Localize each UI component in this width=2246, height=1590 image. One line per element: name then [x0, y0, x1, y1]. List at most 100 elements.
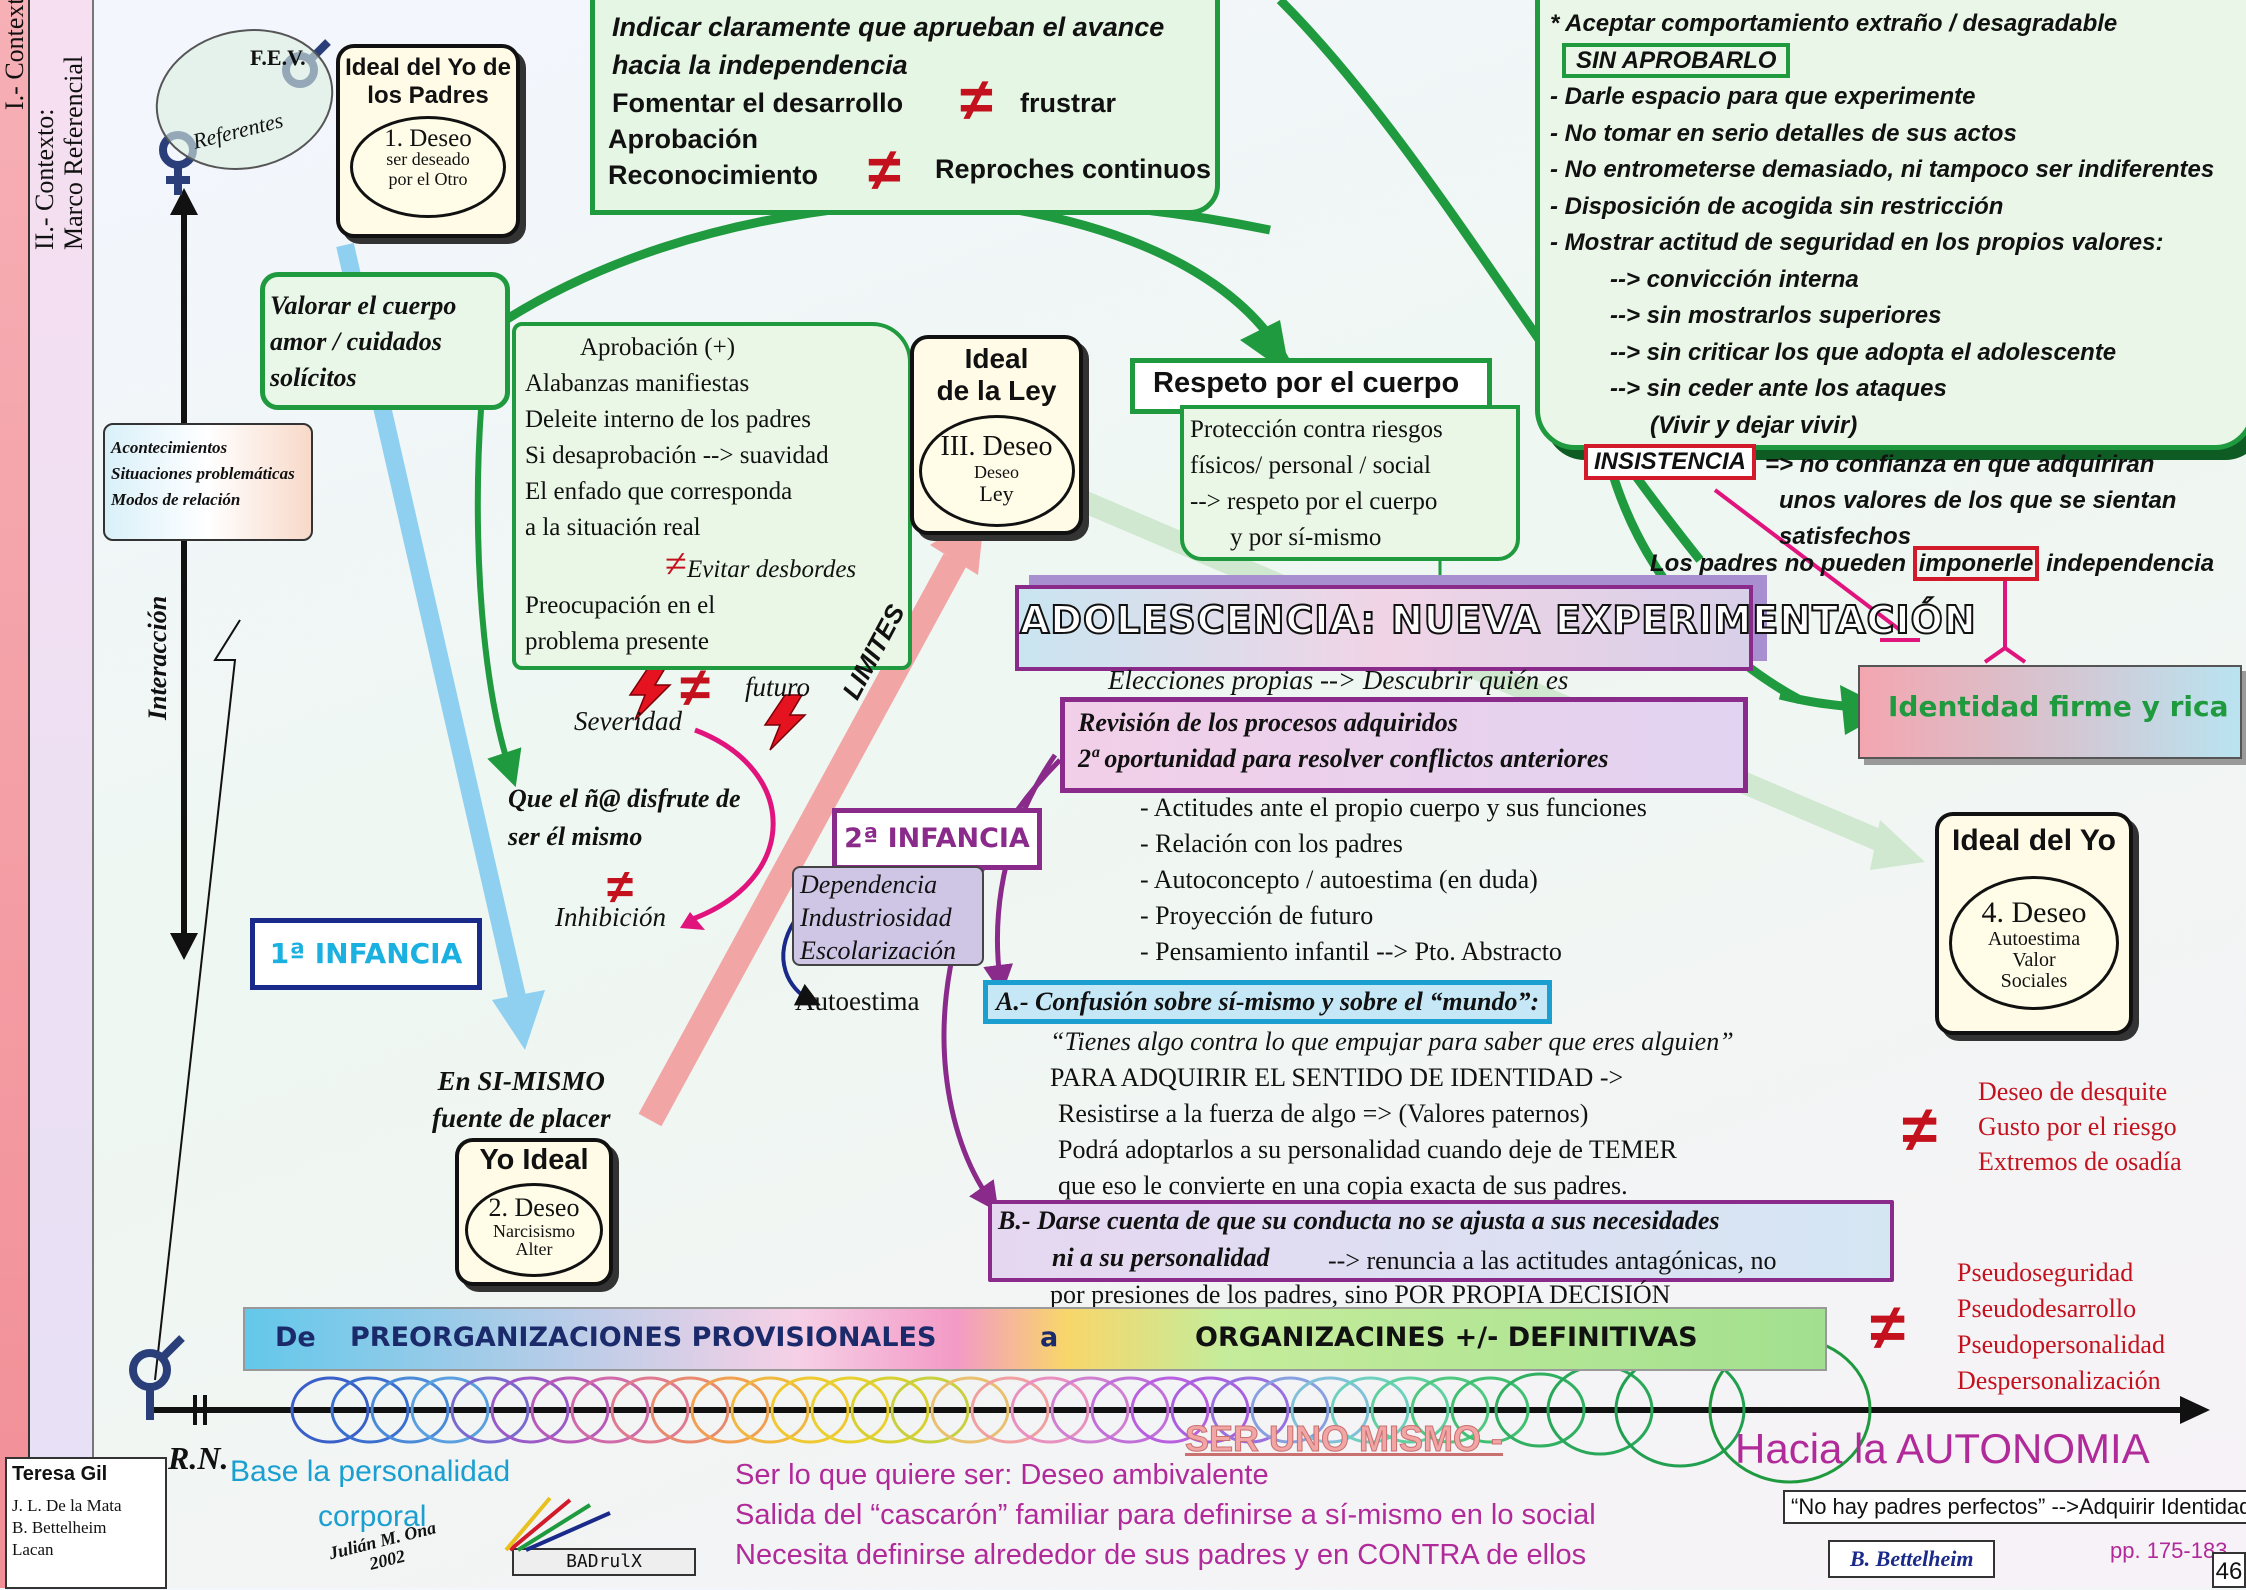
- insistencia-label: INSISTENCIA: [1584, 444, 1757, 480]
- respeto-title-box: [1130, 358, 1492, 414]
- disfrute-line-1: Que el ñ@ disfrute de: [508, 784, 741, 813]
- statement-2: Salida del “cascarón” familiar para defi…: [735, 1499, 1596, 1531]
- dependencia-2: Industriosidad: [800, 903, 952, 932]
- page-number: 46: [2212, 1552, 2246, 1588]
- tr-line-10: --> sin criticar los que adopta el adole…: [1610, 338, 2117, 366]
- confusion-line-2: PARA ADQUIRIR EL SENTIDO DE IDENTIDAD ->: [1050, 1063, 1624, 1092]
- top-right-box: [1535, 0, 2246, 450]
- events-box: Acontecimientos Situaciones problemática…: [103, 423, 313, 541]
- sin-aprobarlo: SIN APROBARLO: [1562, 42, 1791, 78]
- bettelheim-box: B. Bettelheim: [1828, 1540, 1996, 1578]
- pseudo-list: Pseudoseguridad Pseudodesarrollo Pseudop…: [1957, 1255, 2165, 1399]
- disfrute-text: Que el ñ@ disfrute de ser él mismo: [508, 780, 741, 856]
- neq-inhibicion-symbol: ≠: [607, 861, 634, 914]
- ideal-yo-sub-1: Autoestima: [1987, 928, 2081, 950]
- revision-line-2: 2ª oportunidad para resolver conflictos …: [1078, 744, 1609, 773]
- top-approval-box: [590, 0, 1220, 215]
- ideal-padres-deseo: 1. Deseo: [384, 125, 472, 152]
- disfrute-line-2: ser él mismo: [508, 822, 643, 851]
- autoestima-label: Autoestima: [795, 986, 920, 1016]
- tr-line-11: --> sin ceder ante los ataques: [1610, 375, 1947, 402]
- hacia-autonomia: Hacia la AUTONOMIA: [1735, 1425, 2150, 1472]
- tr-line-12: (Vivir y dejar vivir): [1650, 411, 1858, 439]
- bottom-statements: Ser lo que quiere ser: Deseo ambivalente…: [735, 1455, 1596, 1575]
- event-1: Acontecimientos: [111, 438, 228, 457]
- pencils-logo-icon: [504, 1496, 611, 1552]
- tr-line-4: - No tomar en serio detalles de sus acto…: [1550, 119, 2017, 147]
- pseudo-4: Despersonalización: [1957, 1366, 2161, 1395]
- actitud-2: - Relación con los padres: [1140, 829, 1403, 858]
- darse-line-4: por presiones de los padres, sino POR PR…: [1050, 1280, 1671, 1309]
- tr-line-1: * Aceptar comportamiento extraño / desag…: [1550, 10, 2118, 37]
- aprob-line-9: problema presente: [525, 628, 709, 655]
- gender-symbols: [129, 39, 331, 1420]
- respeto-line-3: --> respeto por el cuerpo: [1190, 488, 1438, 515]
- yo-ideal-oval: 2. Deseo Narcisismo Alter: [465, 1183, 603, 1277]
- logo-badge: BADrulX: [512, 1548, 696, 1576]
- green-curve-main: [487, 195, 1271, 334]
- yo-ideal-sub-2: Alter: [515, 1239, 553, 1259]
- interaction-axis-top-arrow: [170, 188, 198, 215]
- ideal-ley-sub-2: Ley: [979, 481, 1014, 506]
- futuro-label: futuro: [745, 672, 811, 702]
- ideal-padres-box: Ideal del Yo de los Padres 1. Deseo ser …: [336, 44, 520, 238]
- band-a: a: [1040, 1322, 1059, 1353]
- respeto-line-2: físicos/ personal / social: [1190, 452, 1431, 479]
- tr-line-2: SIN APROBARLO: [1550, 42, 2214, 80]
- context-strip-2: [30, 0, 94, 1588]
- credits-name: Teresa Gil: [12, 1463, 108, 1485]
- event-3: Modos de relación: [111, 490, 241, 509]
- ideal-yo-deseo: 4. Deseo: [1981, 896, 2087, 929]
- adolescencia-title: ADOLESCENCIA: NUEVA EXPERIMENTACIÓN: [1019, 597, 1977, 643]
- darse-line-2: ni a su personalidad: [1052, 1243, 1270, 1272]
- en-si-mismo-line-2: fuente de placer: [432, 1103, 611, 1133]
- fev-label: F.E.V.: [250, 45, 306, 70]
- actitud-4: - Proyección de futuro: [1140, 901, 1374, 930]
- pseudo-2: Pseudodesarrollo: [1957, 1294, 2137, 1323]
- darse-line-1: B.- Darse cuenta de que su conducta no s…: [998, 1206, 1720, 1235]
- valorar-box: [260, 272, 510, 410]
- revision-line-1: Revisión de los procesos adquiridos: [1078, 708, 1458, 737]
- ideal-padres-sub-1: ser deseado: [386, 149, 470, 169]
- dependencia-3: Escolarización: [800, 936, 956, 965]
- inhibicion-label: Inhibición: [555, 902, 666, 932]
- ideal-yo-title: Ideal del Yo: [1952, 824, 2116, 857]
- band-pre: PREORGANIZACIONES PROVISIONALES: [350, 1322, 937, 1353]
- credits-list: J. L. De la Mata B. Bettelheim Lacan: [12, 1495, 122, 1561]
- tr-line-7: - Mostrar actitud de seguridad en los pr…: [1550, 229, 2164, 256]
- revision-box: [1060, 697, 1748, 793]
- infancia-1-box: 1ª INFANCIA: [250, 918, 482, 990]
- tr-line-6: - Disposición de acogida sin restricción: [1550, 192, 2004, 220]
- ser-uno-mismo: SER UNO MISMO -: [1184, 1418, 1504, 1460]
- respeto-body-box: [1180, 405, 1520, 561]
- yo-ideal-title: Yo Ideal: [479, 1144, 589, 1176]
- ideal-padres-sub-2: por el Otro: [388, 169, 468, 189]
- adolescencia-banner: [1015, 585, 1753, 671]
- darse-box: [988, 1200, 1894, 1282]
- pseudo-3: Pseudopersonalidad: [1957, 1330, 2165, 1359]
- lightgreen-arrow-head: [1870, 820, 1925, 870]
- credit-2: B. Bettelheim: [12, 1518, 107, 1537]
- ideal-yo-sub-2: Valor: [2012, 949, 2056, 971]
- tr-line-5: - No entrometerse demasiado, ni tampoco …: [1550, 156, 2215, 183]
- aprob-line-7-text: Evitar desbordes: [686, 556, 857, 583]
- respeto-line-4: y por sí-mismo: [1230, 524, 1382, 551]
- top-box-line3: Fomentar el desarrollo: [612, 88, 904, 118]
- confusion-line-1: “Tienes algo contra lo que empujar para …: [1050, 1027, 1734, 1056]
- ideal-ley-title-1: Ideal: [964, 343, 1029, 374]
- credit-3: Lacan: [12, 1540, 54, 1559]
- neq-desquite-symbol: ≠: [1902, 1093, 1938, 1165]
- respeto-line-1: Protección contra riesgos: [1190, 416, 1443, 443]
- magenta-arrow-head: [680, 912, 705, 930]
- quote-box: “No hay padres perfectos” -->Adquirir Id…: [1783, 1490, 2246, 1524]
- band-org: ORGANIZACINES +/- DEFINITIVAS: [1195, 1322, 1698, 1353]
- neq-pseudo-symbol: ≠: [1870, 1291, 1906, 1363]
- spiral-coils: [290, 1336, 1872, 1484]
- neq-futuro-symbol: ≠: [680, 656, 711, 718]
- tr-line-9: --> sin mostrarlos superiores: [1610, 302, 1942, 329]
- aprobacion-text: Aprobación (+) Alabanzas manifiestas Del…: [525, 330, 856, 660]
- revision-text: Revisión de los procesos adquiridos 2ª o…: [1078, 705, 1609, 777]
- dependencia-box: Dependencia Industriosidad Escolarizació…: [792, 866, 984, 966]
- tr-line-3: - Darle espacio para que experimente: [1550, 83, 1976, 110]
- darse-line-3: --> renuncia a las actitudes antagónicas…: [1328, 1246, 1777, 1275]
